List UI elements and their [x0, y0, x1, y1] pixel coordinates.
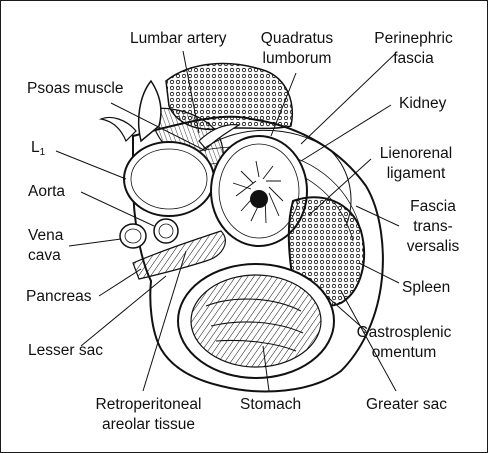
- label-lienorenal-ligament: Lienorenal ligament: [371, 144, 461, 184]
- label-perinephric-line2: fascia: [393, 50, 434, 67]
- label-kidney: Kidney: [399, 95, 447, 112]
- leader-retroperitoneal: [142, 250, 187, 392]
- label-lumbar-artery: Lumbar artery: [130, 30, 227, 47]
- leader-kidney: [300, 104, 392, 162]
- leader-vena-cava: [68, 238, 122, 247]
- label-retro-line2: areolar tissue: [101, 416, 196, 433]
- label-vena-cava: Vena cava: [28, 226, 63, 266]
- label-quadratus-lumborum: Quadratus lumborum: [251, 29, 343, 69]
- leader-gastrosplenic: [322, 292, 367, 332]
- label-lienorenal-line1: Lienorenal: [379, 145, 453, 162]
- leader-greater-sac: [340, 290, 397, 392]
- leader-lumbar-artery: [182, 50, 200, 134]
- leader-stomach: [262, 345, 270, 392]
- label-lesser-sac: Lesser sac: [28, 342, 103, 359]
- label-perinephric-fascia: Perinephric fascia: [361, 29, 466, 69]
- label-stomach: Stomach: [240, 396, 302, 413]
- label-lienorenal-line2: ligament: [386, 165, 446, 182]
- label-retro-line1: Retroperitoneal: [95, 396, 202, 413]
- leader-pancreas: [98, 268, 142, 297]
- leader-aorta: [80, 191, 155, 227]
- label-quadratus-line1: Quadratus: [260, 30, 334, 47]
- perinephric-fascia: [200, 129, 352, 227]
- label-perinephric-line1: Perinephric: [374, 30, 453, 47]
- leader-lesser-sac: [80, 275, 167, 347]
- label-fascia-line2: trans-: [413, 218, 453, 235]
- label-pancreas: Pancreas: [26, 288, 92, 305]
- leader-perinephric: [300, 52, 397, 145]
- label-vena-line1: Vena: [28, 227, 64, 244]
- vena-cava: [119, 223, 147, 249]
- stomach: [177, 263, 335, 379]
- label-fascia-transversalis: Fascia trans- versalis: [401, 197, 465, 257]
- label-l1: L1: [31, 138, 45, 163]
- leader-spleen: [358, 262, 400, 284]
- label-psoas-muscle: Psoas muscle: [27, 80, 124, 97]
- leader-lienorenal: [308, 158, 372, 216]
- label-fascia-line1: Fascia: [410, 198, 456, 215]
- leader-psoas: [110, 102, 207, 152]
- label-l1-subscript: 1: [39, 147, 46, 158]
- label-quadratus-line2: lumborum: [262, 50, 332, 67]
- label-greater-sac: Greater sac: [366, 396, 447, 413]
- kidney: [210, 135, 308, 247]
- label-retroperitoneal-areolar-tissue: Retroperitoneal areolar tissue: [86, 395, 211, 435]
- label-vena-line2: cava: [28, 247, 61, 264]
- leader-l1: [55, 150, 127, 180]
- label-gastrosplenic-line2: omentum: [371, 344, 437, 361]
- vertebra-l1: [98, 79, 241, 217]
- pancreas: [132, 230, 226, 280]
- leader-quadratus: [270, 72, 297, 137]
- label-aorta: Aorta: [28, 183, 66, 200]
- label-gastrosplenic-omentum: Gastrosplenic omentum: [345, 323, 463, 363]
- aorta: [153, 218, 179, 244]
- label-spleen: Spleen: [402, 279, 451, 296]
- leader-fascia-transversalis: [355, 205, 400, 227]
- label-fascia-line3: versalis: [406, 238, 460, 255]
- label-gastrosplenic-line1: Gastrosplenic: [356, 324, 452, 341]
- label-l1-main: L: [31, 139, 40, 156]
- leader-lines: [55, 50, 400, 392]
